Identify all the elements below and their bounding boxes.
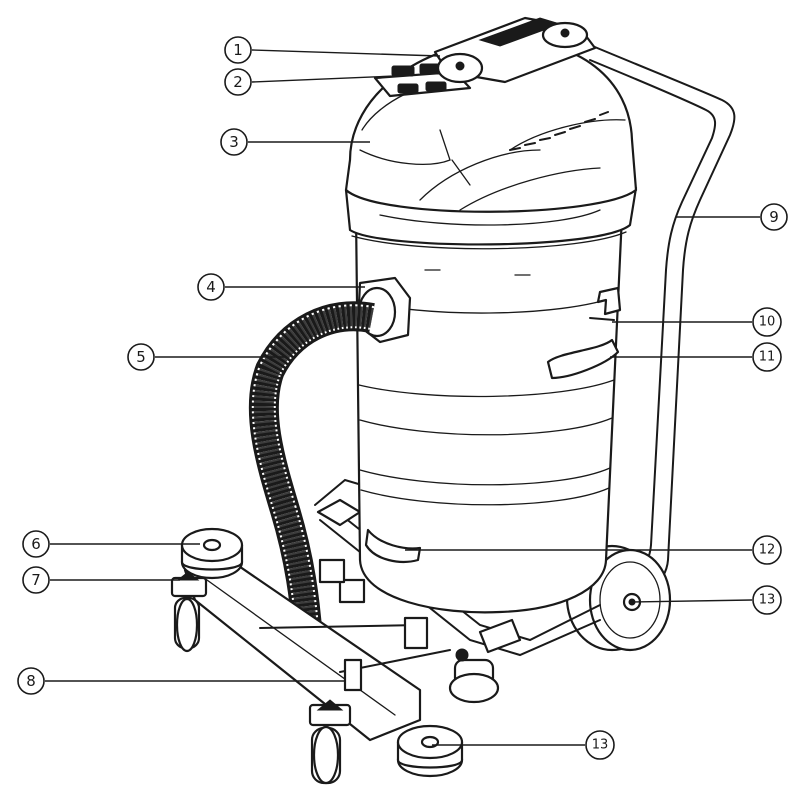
leader-2 — [251, 75, 396, 83]
drain-handle — [364, 528, 422, 563]
callouts: 1 2 3 4 5 6 7 8 9 10 11 12 13 13 — [17, 36, 788, 760]
callout-6-label: 6 — [31, 535, 41, 553]
callout-11-label: 11 — [759, 350, 776, 365]
callout-7-label: 7 — [31, 571, 41, 589]
callout-11: 11 — [752, 342, 782, 372]
callout-2-label: 2 — [233, 73, 243, 91]
callout-1: 1 — [224, 36, 252, 64]
callout-13b-label: 13 — [592, 738, 609, 753]
callout-1-label: 1 — [233, 41, 243, 59]
callout-7: 7 — [22, 566, 50, 594]
center-caster — [448, 648, 500, 704]
callout-2: 2 — [224, 68, 252, 96]
callout-8: 8 — [17, 667, 45, 695]
callout-10-label: 10 — [759, 315, 776, 330]
callout-9-label: 9 — [769, 208, 779, 226]
end-roller-right — [396, 724, 464, 778]
callout-4-label: 4 — [206, 278, 216, 296]
callout-8-label: 8 — [26, 672, 36, 690]
callout-3-label: 3 — [229, 133, 239, 151]
leader-13a — [631, 599, 753, 603]
suction-hose — [248, 301, 375, 642]
callout-3: 3 — [220, 128, 248, 156]
swivel-caster-center — [308, 699, 352, 785]
carry-handle — [433, 16, 597, 84]
tank-latch — [546, 338, 620, 380]
callout-5-label: 5 — [136, 348, 146, 366]
collection-tank — [354, 213, 624, 614]
callout-4: 4 — [197, 273, 225, 301]
callout-13a-label: 13 — [759, 593, 776, 608]
hose-inlet — [356, 276, 412, 344]
callout-5: 5 — [127, 343, 155, 371]
drain-clip — [589, 286, 622, 321]
leader-lines — [45, 49, 760, 746]
callout-6: 6 — [22, 530, 50, 558]
callout-12-label: 12 — [759, 543, 776, 558]
callout-10: 10 — [752, 307, 782, 337]
end-roller-left — [180, 527, 244, 580]
leader-1 — [251, 49, 441, 57]
callout-13b: 13 — [585, 730, 615, 760]
callout-12: 12 — [752, 535, 782, 565]
callout-13a: 13 — [752, 585, 782, 615]
callout-9: 9 — [760, 203, 788, 231]
vent-slots — [509, 111, 609, 151]
swivel-caster-left — [170, 571, 208, 653]
